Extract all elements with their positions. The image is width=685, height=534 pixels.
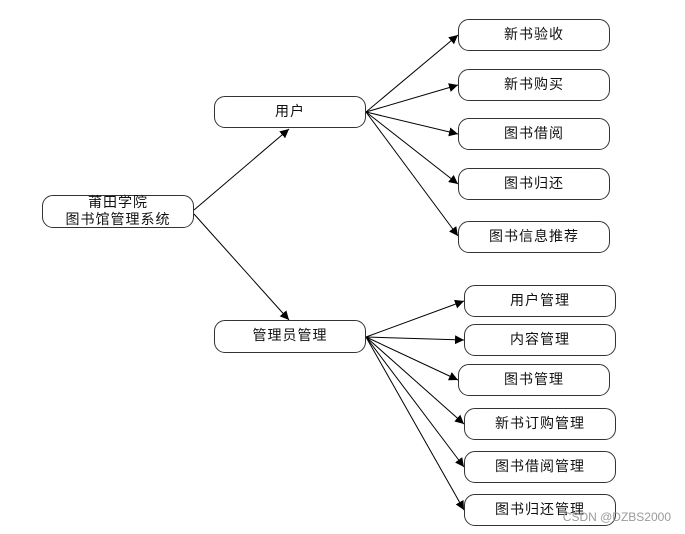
admin-child-node[interactable]: 内容管理	[464, 324, 616, 356]
edge-admin-to-child-4	[365, 336, 465, 468]
user-child-node[interactable]: 图书借阅	[458, 118, 610, 150]
edge-user-to-child-1	[365, 83, 459, 113]
edge-user-to-child-2	[365, 111, 459, 137]
edge-user-to-child-0	[365, 34, 459, 113]
edge-admin-to-child-3	[365, 336, 465, 425]
edge-admin-to-child-1	[365, 335, 465, 345]
edge-admin-to-child-2	[365, 336, 459, 381]
admin-branch-node[interactable]: 管理员管理	[214, 320, 366, 353]
admin-child-node[interactable]: 图书管理	[458, 364, 610, 396]
watermark: CSDN @DZBS2000	[562, 510, 671, 524]
edge-root-to-user	[193, 128, 290, 211]
admin-child-node[interactable]: 用户管理	[464, 285, 616, 317]
user-child-node[interactable]: 图书归还	[458, 168, 610, 200]
user-child-node[interactable]: 新书验收	[458, 19, 610, 51]
admin-child-node[interactable]: 图书借阅管理	[464, 451, 616, 483]
edge-user-to-child-4	[365, 111, 459, 237]
user-branch-node[interactable]: 用户	[214, 96, 366, 128]
user-child-node[interactable]: 新书购买	[458, 69, 610, 101]
admin-child-node[interactable]: 图书归还管理	[464, 494, 616, 526]
user-child-node[interactable]: 图书信息推荐	[458, 221, 610, 253]
edge-admin-to-child-0	[365, 299, 465, 338]
edge-user-to-child-3	[365, 111, 459, 185]
edge-root-to-admin	[193, 213, 290, 321]
root-node[interactable]: 莆田学院 图书馆管理系统	[42, 195, 194, 228]
edge-admin-to-child-5	[365, 336, 465, 511]
admin-child-node[interactable]: 新书订购管理	[464, 408, 616, 440]
